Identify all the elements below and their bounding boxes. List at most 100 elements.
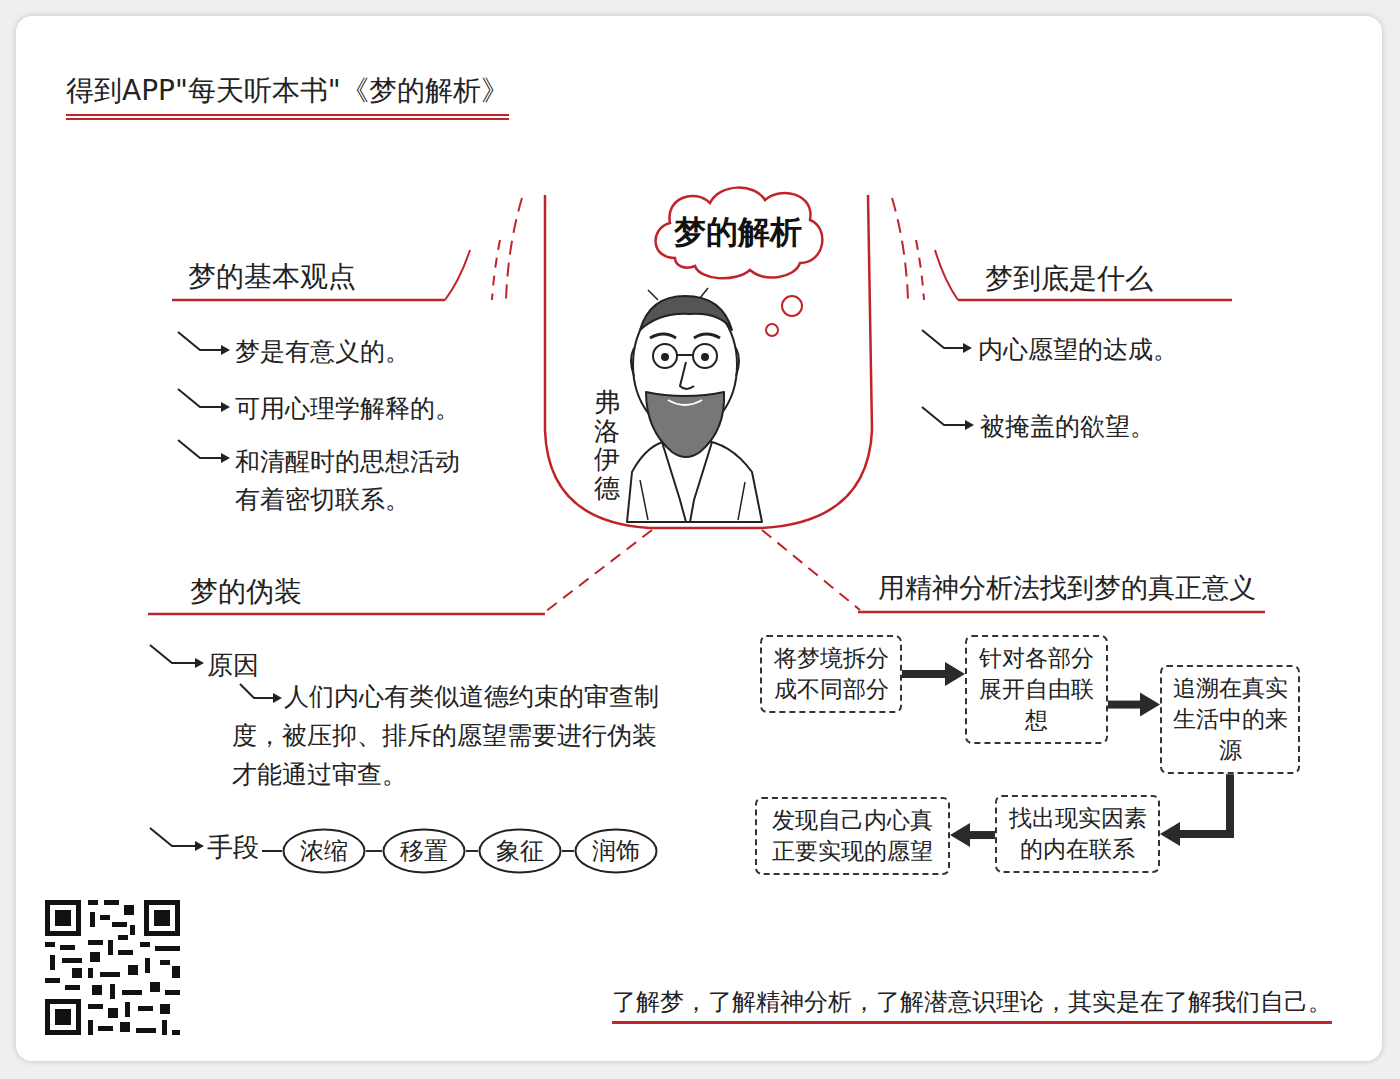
hook-arrows xyxy=(150,330,968,851)
glasses xyxy=(693,344,717,368)
hook-arrow xyxy=(922,407,968,425)
technique-ellipse: 浓缩 xyxy=(282,828,366,874)
qr-finder xyxy=(50,905,76,931)
hook-arrow xyxy=(178,440,224,458)
qr-finder xyxy=(55,910,71,926)
hook-arrow xyxy=(150,828,198,846)
bullet-text: 和清醒时的思想活动有着密切联系。 xyxy=(235,443,480,518)
connector-line xyxy=(970,831,995,839)
page-caption: 了解梦，了解精神分析，了解潜意识理论，其实是在了解我们自己。 xyxy=(612,986,1332,1024)
eye xyxy=(702,354,708,360)
frame-link xyxy=(545,530,652,612)
hook-arrow xyxy=(178,332,224,350)
node-text: 追溯在真实生活中的来源 xyxy=(1170,673,1290,766)
thought-bubble xyxy=(782,296,802,316)
node-text: 找出现实因素的内在联系 xyxy=(1005,803,1150,865)
body-text: 人们内心有类似道德约束的审查制度，被压抑、排斥的愿望需要进行伪装才能通过审查。 xyxy=(232,678,667,794)
connector-line xyxy=(1108,701,1140,709)
technique-ellipse: 象征 xyxy=(478,828,562,874)
frame-link xyxy=(762,530,860,610)
connector-line xyxy=(366,850,382,852)
connector-line xyxy=(562,850,574,852)
frame-stroke xyxy=(916,240,924,300)
section-heading: 梦的伪装 xyxy=(190,573,302,611)
qr-finder xyxy=(45,900,81,936)
heading-underline xyxy=(148,613,545,616)
qr-finder xyxy=(50,1004,76,1030)
step-box: 针对各部分展开自由联想 xyxy=(965,635,1108,744)
arrow-head xyxy=(963,343,972,353)
qr-finder xyxy=(45,999,81,1035)
arrow-head xyxy=(950,823,970,847)
connector xyxy=(466,851,478,852)
qr-modules xyxy=(45,900,180,1035)
connector xyxy=(902,662,965,686)
qr-finder xyxy=(149,905,175,931)
arrow-head xyxy=(195,658,204,668)
node-text: 梦的解析 xyxy=(645,178,830,286)
node-text: 象征 xyxy=(478,828,562,874)
mouth xyxy=(668,400,702,405)
frame-stroke xyxy=(445,250,470,300)
node-text: 将梦境拆分成不同部分 xyxy=(770,643,892,705)
bullet-text: 被掩盖的欲望。 xyxy=(980,410,1155,444)
frame-stroke xyxy=(506,198,522,300)
page-title: 得到APP"每天听本书"《梦的解析》 xyxy=(66,72,509,120)
frame-stroke xyxy=(492,240,500,300)
bullet-text: 梦是有意义的。 xyxy=(235,335,410,369)
heading-underline xyxy=(172,299,445,302)
frame-stroke xyxy=(935,250,958,300)
node-text: 发现自己内心真正要实现的愿望 xyxy=(765,805,940,867)
nose xyxy=(680,362,694,389)
arrow-head xyxy=(1140,693,1160,717)
connector xyxy=(950,823,995,847)
frame-stroke xyxy=(892,198,908,300)
arrow-head xyxy=(273,693,282,703)
section-heading: 梦到底是什么 xyxy=(985,260,1153,298)
node-text: 润饰 xyxy=(574,828,658,874)
beard xyxy=(646,392,724,457)
step-box: 发现自己内心真正要实现的愿望 xyxy=(755,797,950,875)
arrow-head xyxy=(1160,822,1180,846)
connector xyxy=(1160,774,1230,846)
node-text: 针对各部分展开自由联想 xyxy=(975,643,1098,736)
hair xyxy=(640,296,732,330)
arrow-head xyxy=(195,841,204,851)
connector-line xyxy=(1180,774,1230,834)
connector-line xyxy=(902,670,945,678)
section-heading: 梦的基本观点 xyxy=(188,258,356,296)
hook-heads xyxy=(195,343,974,851)
heading-underline xyxy=(858,611,1265,614)
node-text: 浓缩 xyxy=(282,828,366,874)
arrow-head xyxy=(221,453,230,463)
hook-arrow xyxy=(178,389,224,407)
bullet-text: 内心愿望的达成。 xyxy=(978,333,1178,367)
node-text: 移置 xyxy=(382,828,466,874)
freud-portrait xyxy=(627,288,762,522)
author-name: 弗洛伊德 xyxy=(594,388,620,502)
leader-line xyxy=(262,850,282,852)
connector xyxy=(562,851,574,852)
eye xyxy=(662,354,668,360)
step-box: 追溯在真实生活中的来源 xyxy=(1160,665,1300,774)
brows xyxy=(650,334,720,338)
connector xyxy=(1108,693,1160,717)
section-heading: 用精神分析法找到梦的真正意义 xyxy=(878,570,1256,606)
heading-underline xyxy=(958,299,1232,302)
hook-arrow xyxy=(150,645,198,663)
page-card xyxy=(16,16,1382,1061)
hook-arrow xyxy=(922,330,966,348)
thought-bubble xyxy=(766,324,778,336)
arrow-head xyxy=(221,345,230,355)
qr-code xyxy=(45,900,180,1035)
qr-finder xyxy=(154,910,170,926)
step-box: 将梦境拆分成不同部分 xyxy=(760,635,902,713)
arrow-head xyxy=(221,402,230,412)
connector xyxy=(366,851,382,852)
qr-finder xyxy=(55,1009,71,1025)
suit-folds xyxy=(640,480,745,520)
hook-arrow xyxy=(240,684,276,698)
